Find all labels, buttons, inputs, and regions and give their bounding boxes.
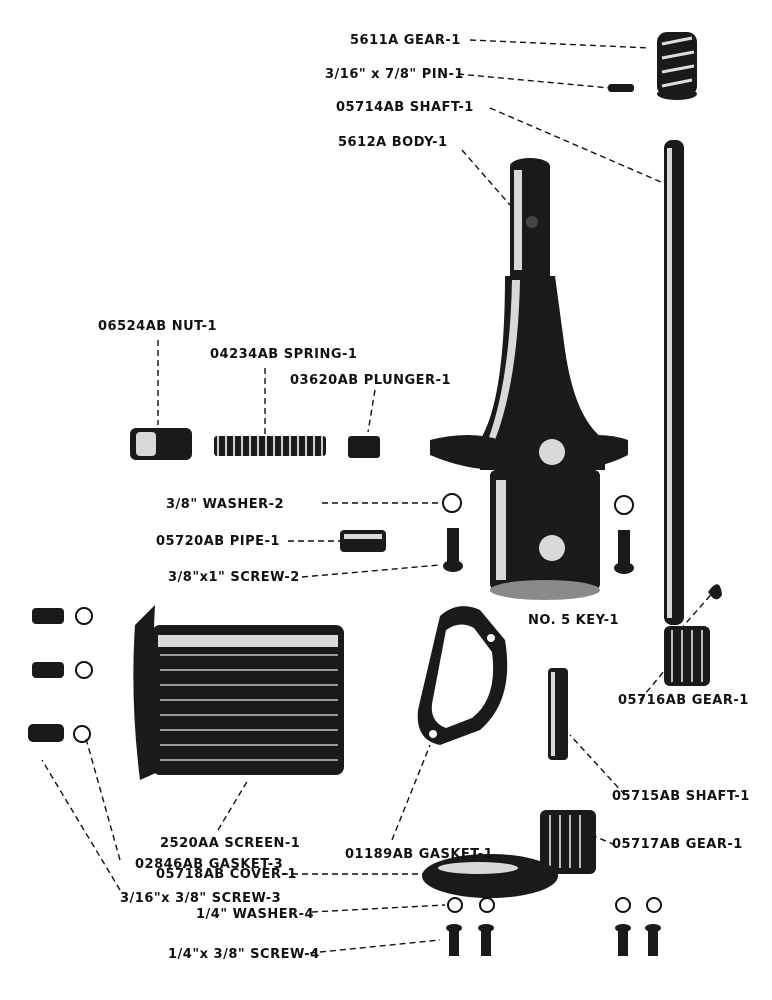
- leader-pin: [457, 73, 611, 89]
- label-key: NO. 5 KEY-1: [528, 613, 619, 628]
- leader-washer-4: [311, 904, 446, 913]
- gasket-01189ab-drawing: [417, 606, 508, 745]
- nut-drawing: [130, 428, 192, 460]
- label-screw-4: 1/4"x 3/8" SCREW-4: [168, 947, 320, 962]
- label-gear-05716ab: 05716AB GEAR-1: [618, 693, 749, 708]
- screw-2-left-drawing: [443, 528, 463, 572]
- leader-screw-3: [41, 759, 121, 891]
- label-spring: 04234AB SPRING-1: [210, 347, 357, 362]
- label-pipe: 05720AB PIPE-1: [156, 534, 280, 549]
- label-shaft-05715ab: 05715AB SHAFT-1: [612, 789, 750, 804]
- gear-05717ab-drawing: [540, 810, 596, 874]
- screw-3-set-drawing: [28, 607, 93, 743]
- leader-lines: [41, 39, 716, 954]
- leader-screw-4: [309, 939, 441, 954]
- pipe-drawing: [340, 530, 386, 552]
- leader-screw-2: [301, 564, 441, 578]
- label-screen: 2520AA SCREEN-1: [160, 836, 300, 851]
- part-labels: 5611A GEAR-1 3/16" x 7/8" PIN-1 05714AB …: [98, 33, 750, 962]
- shaft-05714ab-drawing: [664, 140, 684, 625]
- body-5612a-drawing: [430, 158, 628, 600]
- shaft-05715ab-highlight: [551, 672, 555, 756]
- label-cover: 05718AB COVER-1: [156, 867, 297, 882]
- pin-drawing: [608, 84, 634, 92]
- gear-05716ab-drawing: [664, 626, 710, 686]
- label-body-5612a: 5612A BODY-1: [338, 135, 448, 150]
- label-pin: 3/16" x 7/8" PIN-1: [325, 67, 464, 82]
- label-gasket-01189ab: 01189AB GASKET-1: [345, 847, 493, 862]
- leader-shaft-05714ab: [489, 107, 669, 186]
- leader-key: [679, 589, 716, 631]
- label-screw-3: 3/16"x 3/8" SCREW-3: [120, 891, 281, 906]
- label-shaft-05714ab: 05714AB SHAFT-1: [336, 100, 474, 115]
- screw-4-set-drawing: [446, 924, 661, 956]
- washer-4-set-drawing: [447, 897, 662, 913]
- washer-2-right-drawing: [614, 495, 634, 515]
- leader-shaft-05715ab: [569, 734, 626, 796]
- cover-drawing: [422, 854, 558, 898]
- label-nut: 06524AB NUT-1: [98, 319, 217, 334]
- screw-2-right-drawing: [614, 530, 634, 574]
- label-gear-5611a: 5611A GEAR-1: [350, 33, 461, 48]
- label-screw-2: 3/8"x1" SCREW-2: [168, 570, 300, 585]
- label-gear-05717ab: 05717AB GEAR-1: [612, 837, 743, 852]
- screen-drawing: [133, 605, 344, 780]
- washer-2-left-drawing: [442, 493, 462, 513]
- key-drawing: [708, 584, 722, 600]
- plunger-drawing: [348, 436, 380, 458]
- label-gasket-02846ab: 02846AB GASKET-3: [135, 857, 283, 872]
- leader-plunger: [367, 389, 376, 433]
- label-washer-2: 3/8" WASHER-2: [166, 497, 284, 512]
- leader-gasket-02846ab: [84, 734, 121, 861]
- leader-screen: [217, 779, 249, 831]
- leader-gear-5611a: [469, 39, 651, 49]
- leader-gasket-01189ab: [391, 744, 431, 841]
- leader-body-5612a: [461, 149, 511, 206]
- gear-5611a-drawing: [657, 32, 697, 100]
- label-washer-4: 1/4" WASHER-4: [196, 907, 314, 922]
- leader-gear-05716ab: [639, 669, 666, 701]
- label-plunger: 03620AB PLUNGER-1: [290, 373, 451, 388]
- spring-drawing: [214, 436, 326, 456]
